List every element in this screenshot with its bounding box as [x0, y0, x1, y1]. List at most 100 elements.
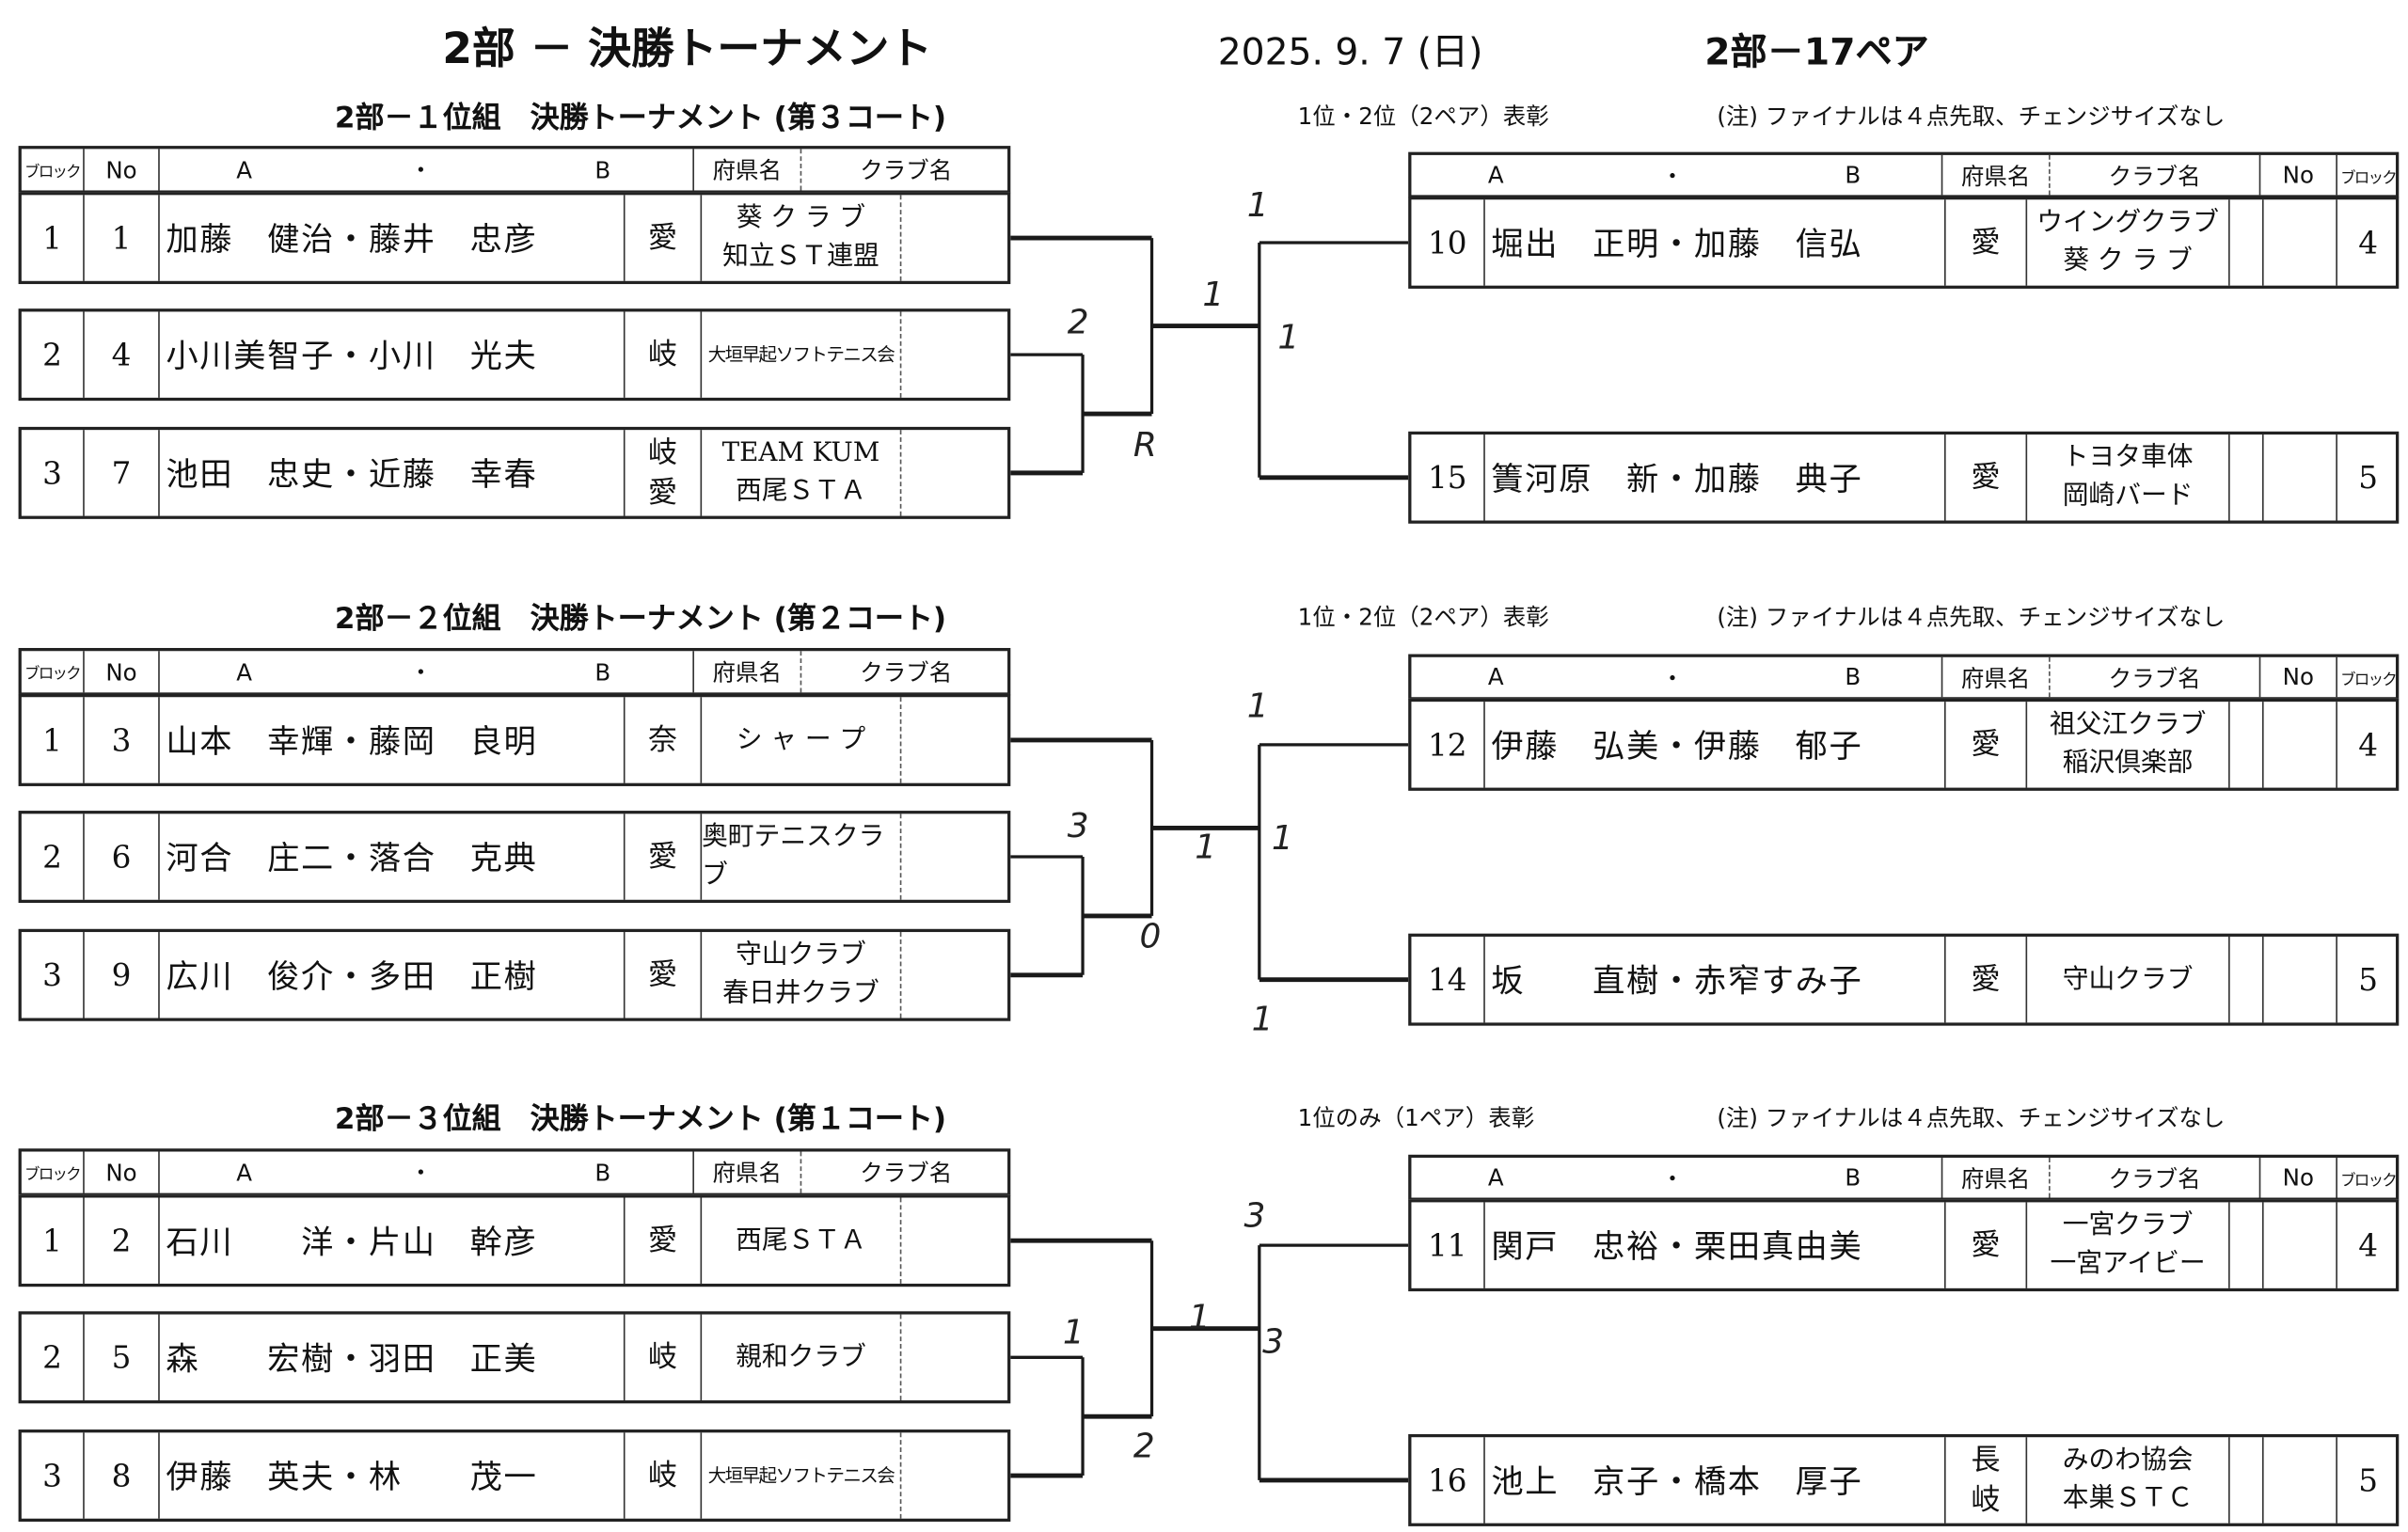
pair-number: 11 [1411, 1202, 1485, 1288]
col-a: A [236, 657, 252, 687]
club-name-line: 葵 ク ラ ブ [2063, 245, 2193, 276]
rule-note: (注) ファイナルは４点先取、チェンジサイズなし [1717, 603, 2226, 632]
handwritten-score: 1 [1251, 1001, 1274, 1040]
col-club: クラブ名 [860, 1159, 953, 1188]
col-club: クラブ名 [860, 156, 953, 184]
pair-names: 伊藤 弘美・伊藤 郁子 [1485, 702, 1946, 788]
col-club: クラブ名 [2051, 154, 2261, 196]
pair-number: 2 [85, 1197, 160, 1284]
club-name-line: シ ャ ー プ [736, 723, 866, 755]
col-b: B [513, 1151, 694, 1193]
block-number: 4 [2358, 224, 2379, 261]
club-name-line: 奥町テニスクラブ [702, 821, 885, 891]
club-name-line: 大垣早起ソフトテニス会 [707, 342, 895, 365]
col-pref: 府県名 [694, 651, 802, 693]
pair-number: 5 [85, 1314, 160, 1401]
prefecture: 岐 [626, 311, 703, 398]
block-number: 1 [22, 1197, 85, 1284]
rule-note: (注) ファイナルは４点先取、チェンジサイズなし [1717, 103, 2226, 131]
prefecture: 岐 [626, 1314, 703, 1401]
col-pref: 府県名 [1942, 656, 2051, 698]
col-b: B [1765, 1158, 1943, 1198]
handwritten-score: 1 [1062, 1314, 1085, 1353]
col-dot: ・ [1660, 162, 1685, 190]
col-b: B [513, 149, 694, 191]
blank-cell [901, 813, 1010, 899]
prefecture-line: 愛 [1971, 1228, 2001, 1263]
block-number: 2 [22, 1314, 85, 1401]
prefecture: 愛 [1946, 434, 2028, 521]
award-caption: 1位・2位（2ペア）表彰 [1297, 103, 1549, 131]
blank-no-cell [2264, 702, 2337, 788]
pair-names: 伊藤 英夫・林 茂一 [160, 1432, 626, 1519]
col-b: B [1765, 154, 1943, 196]
col-dot: ・ [1660, 1164, 1685, 1192]
blank-cell [901, 195, 1010, 280]
club-name: ウイングクラブ葵 ク ラ ブ [2027, 199, 2230, 286]
club-name-line: 本巣ＳＴＣ [2062, 1483, 2194, 1514]
prefecture-line: 岐 [647, 338, 678, 372]
col-dot: ・ [1660, 664, 1685, 692]
col-b: B [1765, 656, 1943, 698]
prefecture-line: 愛 [647, 221, 678, 256]
club-name-line: 守山クラブ [736, 940, 866, 971]
prefecture-line: 岐 [1971, 1483, 2001, 1518]
blank-cell [901, 697, 1010, 782]
col-club: クラブ名 [860, 658, 953, 687]
club-name-line: 西尾ＳＴＡ [736, 476, 866, 507]
pair-number: 4 [85, 311, 160, 398]
blank-cell [2230, 1437, 2264, 1524]
blank-no-cell [2264, 1202, 2337, 1288]
blank-no-cell [2264, 1437, 2337, 1524]
club-name: 大垣早起ソフトテニス会 [702, 311, 902, 398]
club-name: 守山クラブ春日井クラブ [702, 932, 902, 1019]
blank-cell [901, 1198, 1010, 1284]
section-subtitle: 2部－２位組 決勝トーナメント (第２コート) [334, 602, 947, 636]
pair-names: 池田 忠史・近藤 幸春 [160, 430, 626, 516]
club-name-line: トヨタ車体 [2062, 442, 2194, 473]
blank-cell [901, 311, 1010, 397]
col-no: No [85, 149, 160, 191]
pair-names: 森 宏樹・羽田 正美 [160, 1314, 626, 1401]
block-number: 5 [2358, 459, 2379, 497]
block-number: 2 [22, 311, 85, 398]
pair-number: 12 [1411, 702, 1485, 788]
pair-number: 6 [85, 813, 160, 900]
handwritten-score: R [1133, 426, 1157, 466]
club-name-line: 守山クラブ [2062, 963, 2194, 995]
col-no: No [2260, 154, 2337, 196]
prefecture-line: 岐 [647, 1340, 678, 1375]
club-name: 奥町テニスクラブ [702, 813, 902, 900]
handwritten-score: 1 [1246, 187, 1269, 227]
col-no: No [85, 651, 160, 693]
club-name: 守山クラブ [2027, 936, 2230, 1023]
handwritten-score: 1 [1202, 276, 1225, 315]
block-number: 1 [22, 195, 85, 281]
block-number: 3 [22, 1432, 85, 1519]
handwritten-score: 1 [1271, 819, 1293, 859]
club-name: 親和クラブ [702, 1314, 902, 1401]
pair-number: 9 [85, 932, 160, 1019]
prefecture: 愛 [626, 813, 703, 900]
col-no: No [85, 1151, 160, 1193]
col-pref: 府県名 [694, 149, 802, 191]
handwritten-score: 1 [1277, 319, 1300, 358]
club-name-line: 知立ＳＴ連盟 [722, 241, 879, 272]
blank-cell [2230, 702, 2264, 788]
club-name-line: 親和クラブ [736, 1341, 866, 1372]
col-dot: ・ [409, 1159, 433, 1188]
handwritten-score: 1 [1188, 1299, 1211, 1338]
block-number: 4 [2358, 1226, 2379, 1264]
club-name-line: 大垣早起ソフトテニス会 [707, 1463, 895, 1486]
